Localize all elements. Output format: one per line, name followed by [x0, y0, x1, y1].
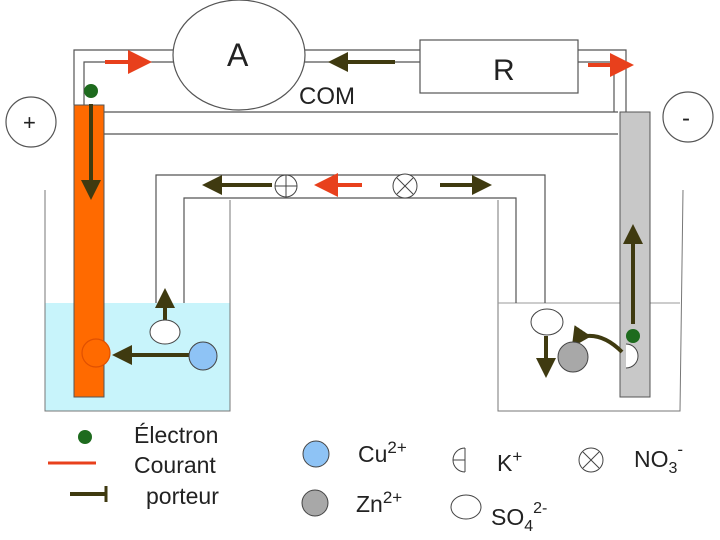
resistor-box [419, 39, 579, 94]
legend-zn-label: Zn2+ [356, 488, 402, 517]
electron-dot-zinc [626, 329, 640, 343]
legend-no3-label: NO3- [634, 440, 683, 477]
legend-k-label: K+ [497, 447, 522, 476]
ammeter-label: A [227, 37, 249, 73]
legend-k-ion [452, 447, 466, 473]
legend-cu-label: Cu2+ [358, 438, 407, 467]
legend: Électron Courant porteur Cu2+ Zn2+ K+ SO… [48, 422, 683, 535]
positive-sign: + [23, 110, 36, 135]
legend-so4-label: SO42- [491, 500, 547, 535]
resistor-label: R [493, 54, 515, 87]
legend-cu-ion [302, 440, 330, 468]
legend-so4-ion [450, 494, 482, 520]
cu-ion-left [188, 341, 218, 371]
right-beaker [497, 189, 684, 412]
legend-current-label: Courant [134, 452, 216, 478]
external-circuit [73, 49, 627, 135]
zn-ion-arrow [571, 325, 624, 354]
legend-electron-dot [78, 430, 92, 444]
copper-deposit-atom [81, 338, 111, 368]
legend-carrier-label: porteur [146, 483, 219, 509]
left-beaker [44, 190, 231, 412]
potassium-ion-right [625, 343, 639, 369]
negative-terminal-circle [662, 91, 714, 143]
legend-zn-ion [301, 489, 329, 517]
potassium-ion-bridge [274, 174, 298, 198]
sulfate-ion-left [149, 319, 181, 345]
legend-electron-label: Électron [134, 422, 218, 448]
ammeter [172, 0, 306, 111]
legend-no3-ion [578, 447, 604, 473]
zn-ion-right [557, 341, 589, 373]
electron-dot-copper [84, 84, 98, 98]
com-label: COM [299, 83, 355, 110]
negative-sign: - [682, 105, 690, 132]
sulfate-ion-right [530, 308, 564, 336]
positive-terminal-circle [5, 96, 57, 148]
salt-bridge [155, 174, 546, 303]
nitrate-ion-bridge [392, 173, 418, 199]
legend-carrier-symbol [70, 486, 108, 502]
